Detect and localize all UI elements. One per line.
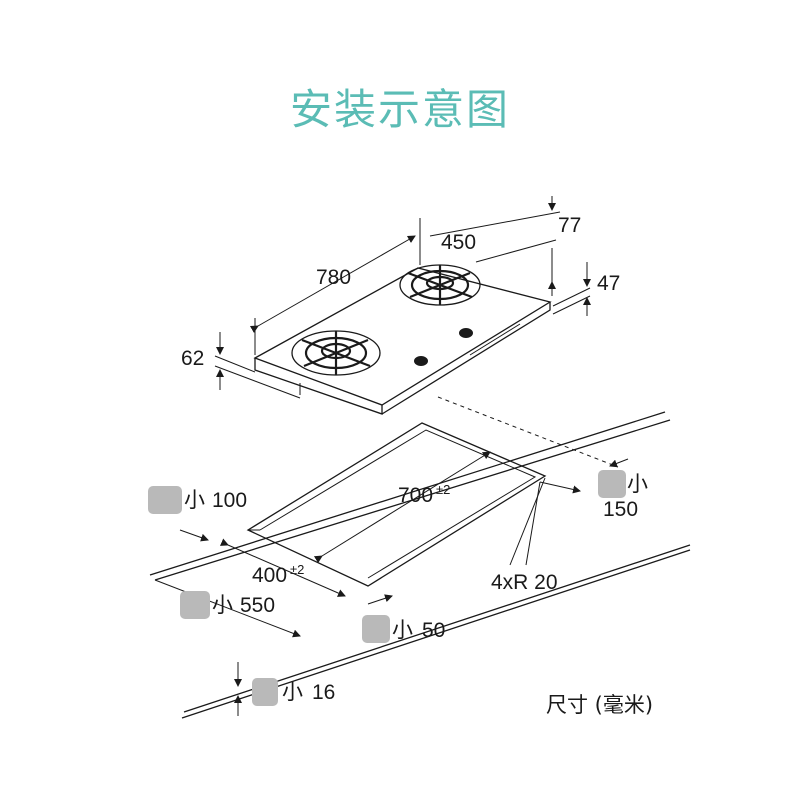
dim-700-tolerance: ±2	[436, 482, 450, 497]
blurred-label-100	[148, 486, 182, 514]
dim-min550-word: 小	[212, 593, 233, 617]
hob-edge-line	[469, 323, 521, 356]
hob-right-edge	[381, 302, 551, 415]
dim-47: 47	[597, 272, 620, 295]
dim-min50-word: 小	[392, 618, 413, 642]
blurred-label-50	[362, 615, 390, 643]
dim-min16-word: 小	[282, 680, 303, 704]
dim-radius: 4xR 20	[491, 571, 558, 594]
dim-min150-value: 150	[603, 498, 638, 521]
dim-min150-word: 小	[627, 472, 648, 496]
dim-400-tolerance: ±2	[290, 562, 304, 577]
blurred-label-150	[598, 470, 626, 498]
blurred-label-550	[180, 591, 210, 619]
dim-400: 400	[252, 564, 287, 587]
burner-right	[399, 264, 481, 306]
countertop	[149, 411, 691, 719]
dim-min550-value: 550	[240, 594, 275, 617]
hob-top-surface	[253, 267, 552, 406]
hob	[253, 264, 552, 415]
dim-450: 450	[441, 231, 476, 254]
blurred-label-16	[252, 678, 278, 706]
dim-700: 700	[398, 484, 433, 507]
dim-62: 62	[181, 347, 204, 370]
knob-left	[414, 356, 428, 366]
diagram-title: 安装示意图	[289, 85, 510, 134]
dim-min100-value: 100	[212, 489, 247, 512]
burner-left	[291, 330, 381, 376]
dim-min100-word: 小	[184, 488, 205, 512]
dim-min50-value: 50	[422, 619, 445, 642]
dim-780: 780	[316, 266, 351, 289]
projection-line	[437, 396, 619, 468]
units-label: 尺寸 (毫米)	[546, 693, 653, 717]
hob-front-edge	[254, 358, 383, 415]
knob-right	[459, 328, 473, 338]
dim-min16-value: 16	[312, 681, 335, 704]
dim-77: 77	[558, 214, 581, 237]
